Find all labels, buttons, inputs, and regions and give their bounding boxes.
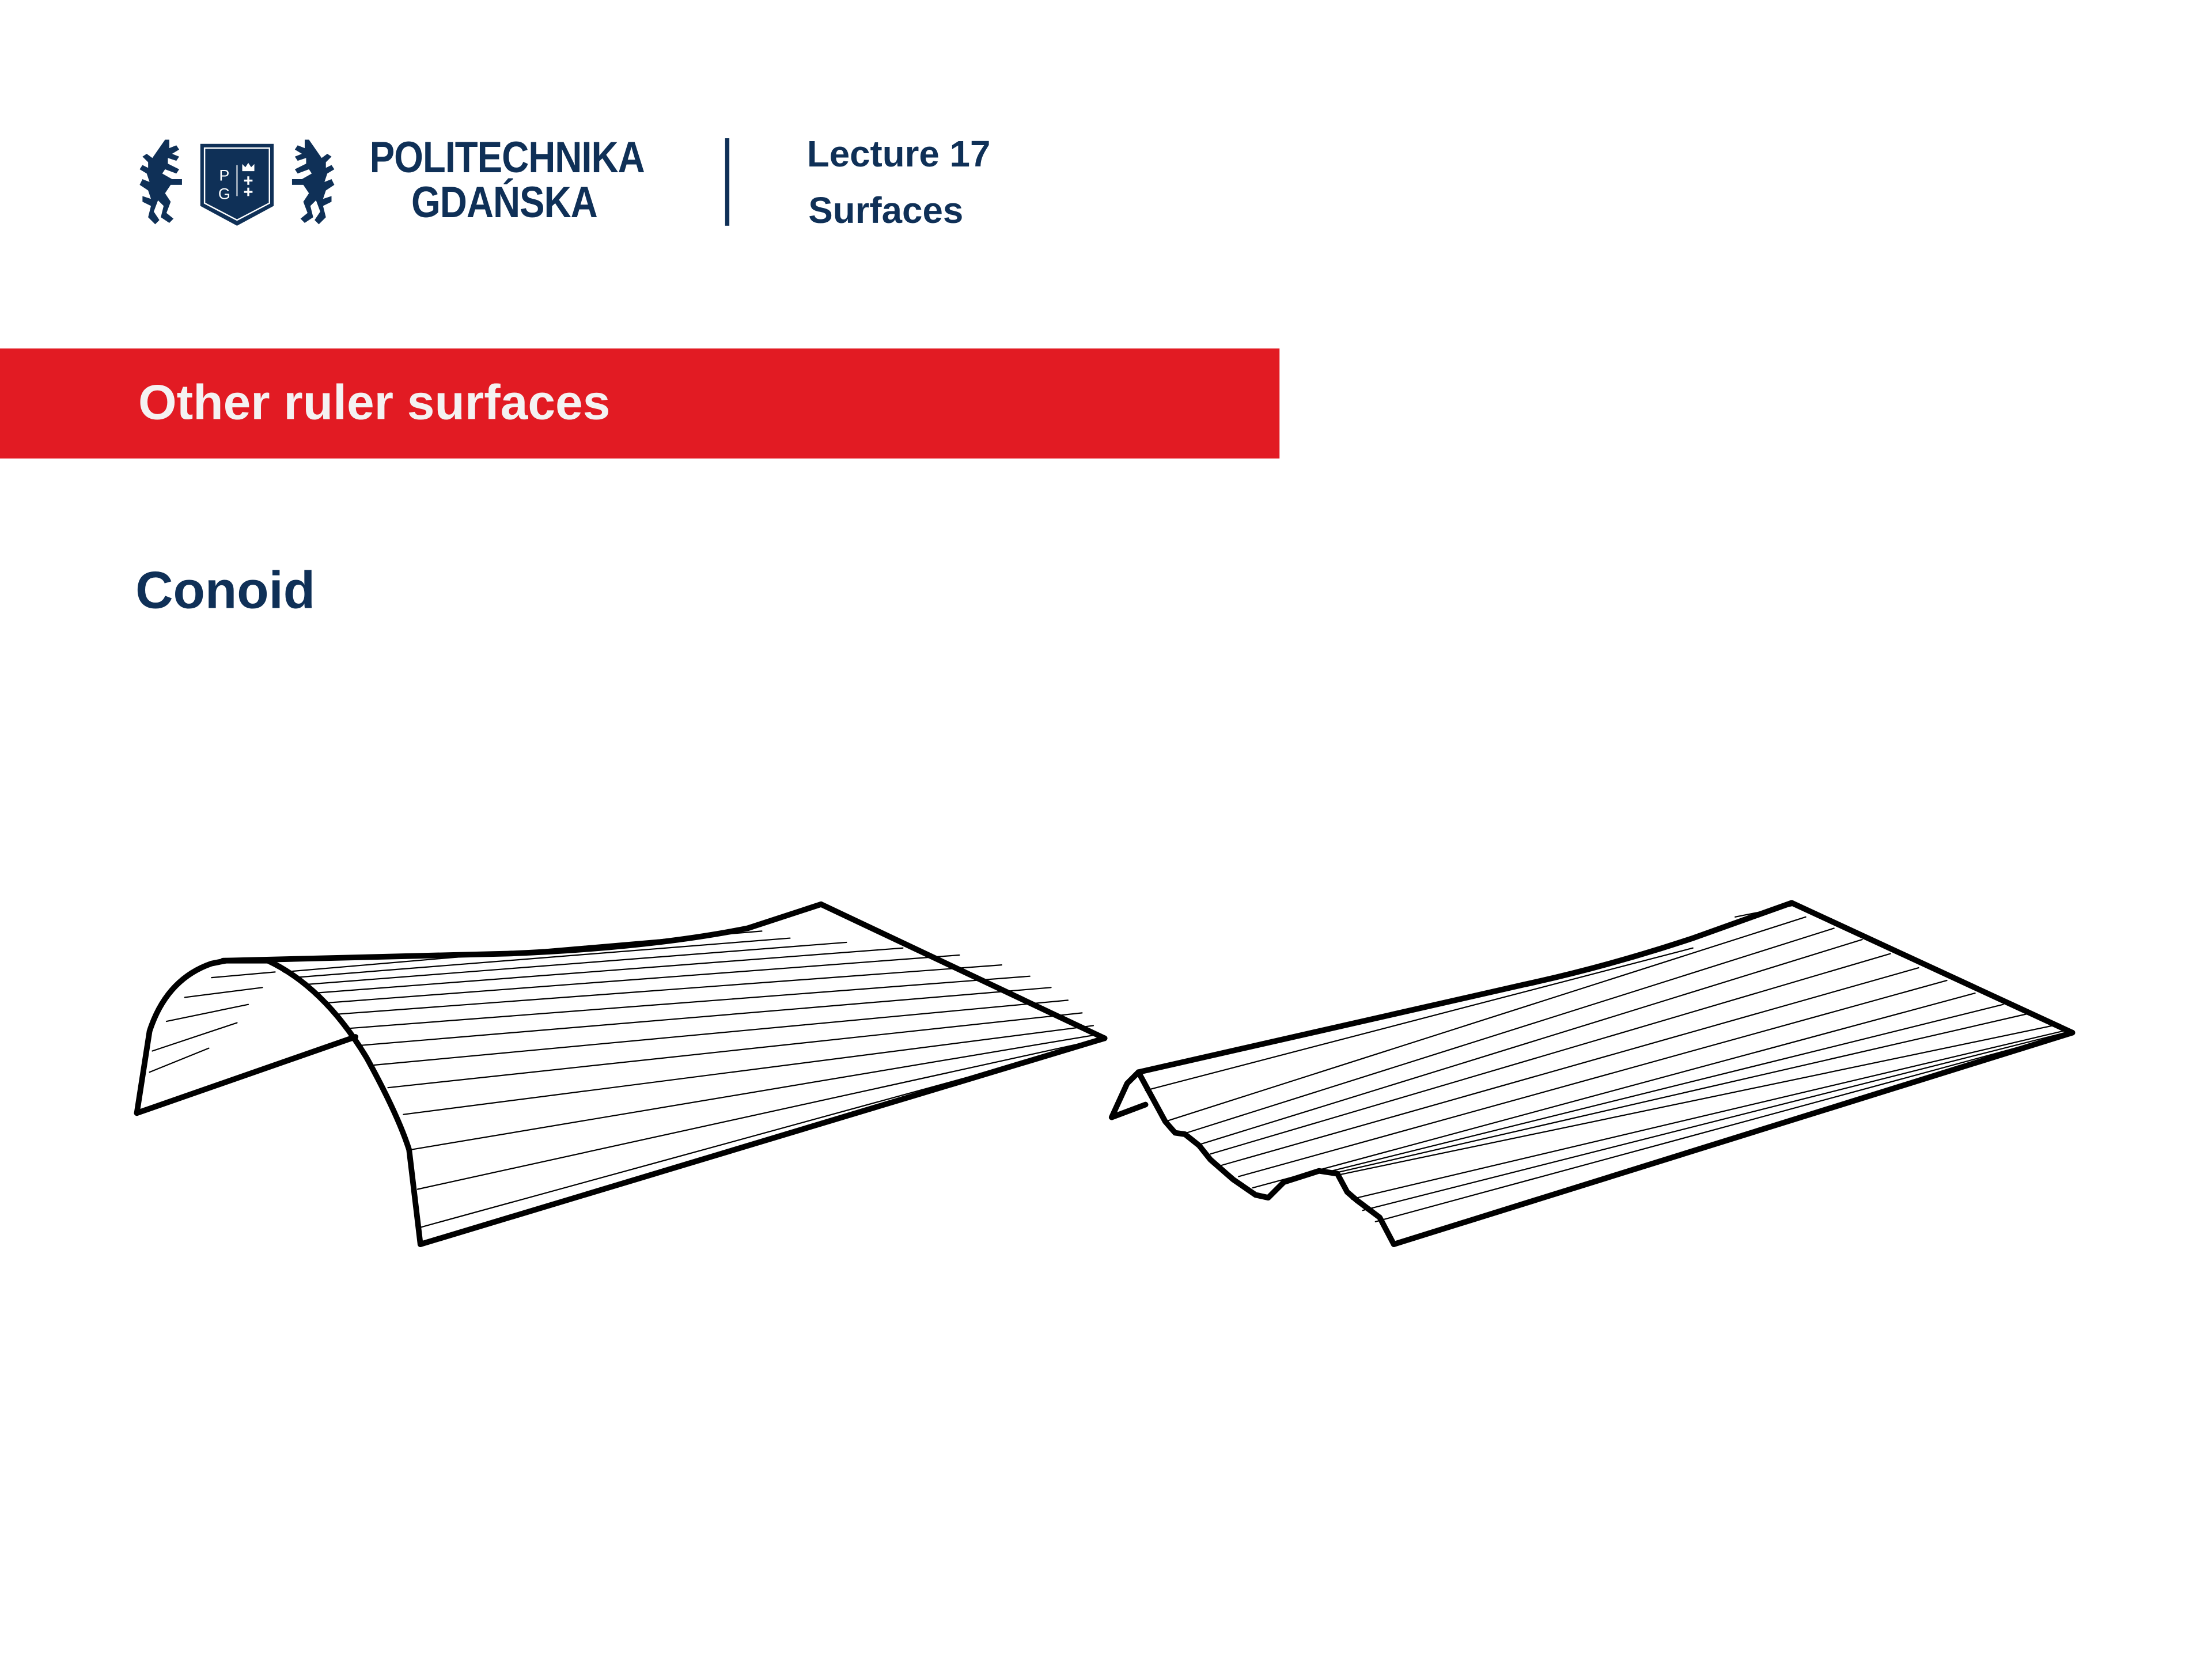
conoid-arch-figure xyxy=(134,901,1108,1247)
slide-title: Other ruler surfaces xyxy=(138,375,611,430)
conoid-corrugated-figure xyxy=(1108,900,2075,1247)
institution-name-line1: POLITECHNIKA xyxy=(369,132,645,182)
institution-name-line2: GDAŃSKA xyxy=(411,177,598,228)
lecture-subject: Surfaces xyxy=(808,189,964,232)
university-logo-icon: P G xyxy=(139,139,335,226)
title-band xyxy=(0,348,1280,459)
logo-letter-p: P xyxy=(219,166,229,184)
institution-name: POLITECHNIKA GDAŃSKA xyxy=(369,132,645,228)
section-heading: Conoid xyxy=(135,561,316,620)
lecture-number: Lecture 17 xyxy=(806,132,991,175)
header-divider xyxy=(725,138,730,226)
logo-letter-g: G xyxy=(218,185,230,202)
